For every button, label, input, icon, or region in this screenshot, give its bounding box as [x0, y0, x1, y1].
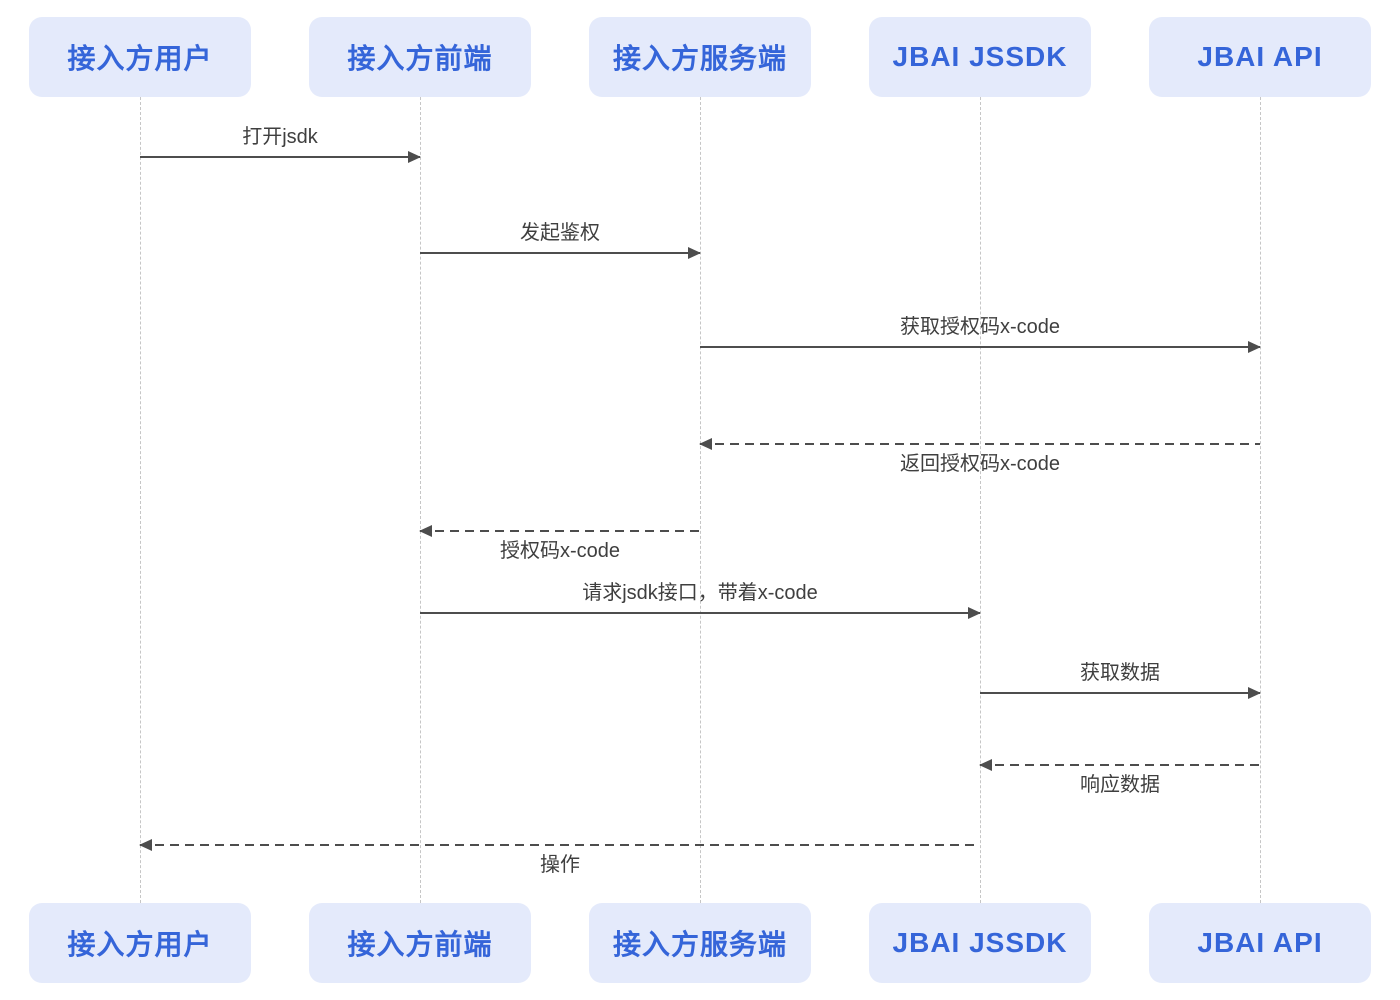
message-line — [140, 151, 421, 163]
actor-label: JBAI JSSDK — [892, 927, 1068, 958]
actor-label: 接入方服务端 — [612, 929, 787, 960]
message-line — [979, 759, 1260, 771]
actor-box-user-bottom: 接入方用户 — [29, 903, 251, 983]
lifeline-frontend — [420, 97, 421, 903]
actor-box-server-bottom: 接入方服务端 — [589, 903, 811, 983]
message-line — [980, 687, 1261, 699]
actor-label: 接入方服务端 — [612, 43, 787, 74]
arrowhead-icon — [419, 525, 432, 537]
actor-box-user-top: 接入方用户 — [29, 17, 251, 97]
arrowhead-icon — [699, 438, 712, 450]
actor-label: 接入方前端 — [347, 929, 493, 960]
actor-box-server-top: 接入方服务端 — [589, 17, 811, 97]
actor-box-jssdk-top: JBAI JSSDK — [869, 17, 1091, 97]
arrowhead-icon — [1248, 687, 1261, 699]
actor-label: 接入方用户 — [67, 929, 213, 960]
actor-label: 接入方用户 — [67, 43, 213, 74]
arrowhead-icon — [688, 247, 701, 259]
message-line — [419, 525, 700, 537]
message-line — [699, 438, 1260, 450]
message-label: 请求jsdk接口，带着x-code — [582, 582, 818, 604]
arrowhead-icon — [139, 839, 152, 851]
arrowhead-icon — [968, 607, 981, 619]
message-label: 授权码x-code — [499, 540, 621, 562]
message-label: 操作 — [540, 854, 580, 876]
lifeline-jssdk — [980, 97, 981, 903]
lifeline-server — [700, 97, 701, 903]
actor-box-frontend-bottom: 接入方前端 — [309, 903, 531, 983]
message-line — [139, 839, 980, 851]
lifeline-api — [1260, 97, 1261, 903]
message-label: 获取数据 — [1080, 662, 1160, 684]
actor-label: 接入方前端 — [347, 43, 493, 74]
message-label: 打开jsdk — [242, 126, 318, 148]
message-label: 响应数据 — [1080, 774, 1160, 796]
arrowhead-icon — [979, 759, 992, 771]
actor-label: JBAI JSSDK — [892, 41, 1068, 72]
message-label: 获取授权码x-code — [899, 316, 1061, 338]
arrowhead-icon — [1248, 341, 1261, 353]
message-line — [420, 607, 981, 619]
actor-label: JBAI API — [1197, 927, 1323, 958]
message-label: 发起鉴权 — [520, 222, 600, 244]
actor-label: JBAI API — [1197, 41, 1323, 72]
actor-box-jssdk-bottom: JBAI JSSDK — [869, 903, 1091, 983]
message-line — [420, 247, 701, 259]
lifeline-user — [140, 97, 141, 903]
actor-box-api-top: JBAI API — [1149, 17, 1371, 97]
message-label: 返回授权码x-code — [899, 453, 1061, 475]
message-line — [700, 341, 1261, 353]
actor-box-api-bottom: JBAI API — [1149, 903, 1371, 983]
arrowhead-icon — [408, 151, 421, 163]
actor-box-frontend-top: 接入方前端 — [309, 17, 531, 97]
